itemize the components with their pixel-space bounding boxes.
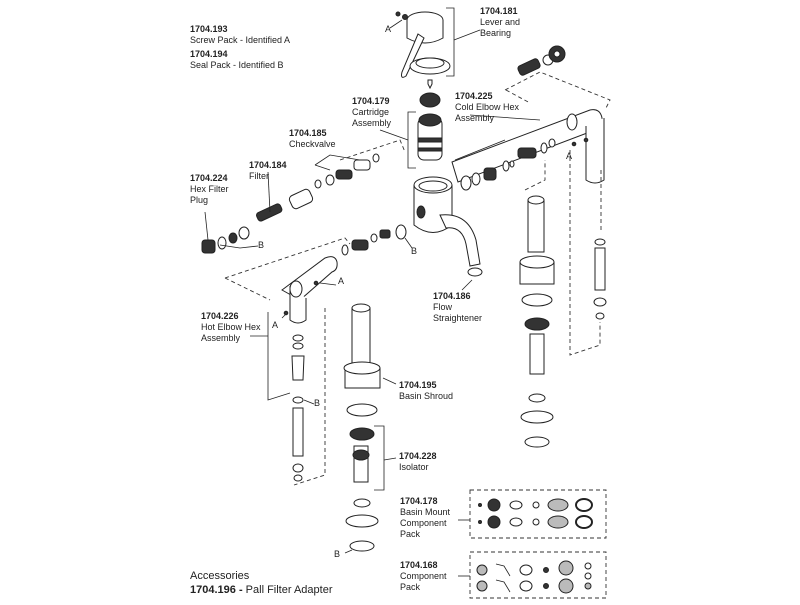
- cartridge-part: [417, 92, 443, 161]
- part-name: Bearing: [480, 28, 512, 38]
- part-name: Hex Filter: [190, 184, 229, 194]
- label-component-pack: 1704.168 Component Pack: [400, 560, 447, 593]
- part-name: Basin Mount: [400, 507, 451, 517]
- cold-side-vertical: [519, 195, 607, 448]
- part-name: Seal Pack - Identified B: [190, 60, 284, 70]
- accessory-item: 1704.196 - Pall Filter Adapter: [190, 583, 333, 597]
- part-name: Basin Shroud: [399, 391, 454, 401]
- part-name: Lever and: [480, 17, 521, 27]
- part-code: 1704.194: [190, 49, 228, 59]
- accessories-section: Accessories 1704.196 - Pall Filter Adapt…: [190, 569, 333, 597]
- marker-b: B: [411, 246, 418, 256]
- hot-side-vertical: [291, 334, 305, 482]
- part-name: Cartridge: [352, 107, 390, 117]
- part-name: Flow: [433, 302, 453, 312]
- part-name: Screw Pack - Identified A: [190, 35, 291, 45]
- marker-b: B: [314, 398, 321, 408]
- label-cartridge-assembly: 1704.179 Cartridge Assembly: [352, 96, 391, 129]
- label-basin-mount-component-pack: 1704.178 Basin Mount Component Pack: [400, 496, 450, 540]
- label-seal-pack: 1704.194 Seal Pack - Identified B: [190, 49, 284, 71]
- part-code: 1704.186: [433, 291, 471, 301]
- component-pack-box: [469, 551, 607, 599]
- filter-pack-top: [517, 45, 566, 76]
- part-name: Straightener: [433, 313, 483, 323]
- part-name: Assembly: [201, 333, 241, 343]
- part-code: 1704.185: [289, 128, 327, 138]
- accessory-separator: -: [235, 584, 246, 596]
- part-code: 1704.168: [400, 560, 438, 570]
- part-name: Checkvalve: [289, 139, 336, 149]
- part-code: 1704.193: [190, 24, 228, 34]
- part-name: Component: [400, 571, 447, 581]
- label-filter: 1704.184 Filter: [249, 160, 287, 182]
- part-name: Assembly: [455, 113, 495, 123]
- part-code: 1704.179: [352, 96, 390, 106]
- part-name: Pack: [400, 529, 421, 539]
- tap-body-part: [413, 176, 483, 277]
- marker-a: A: [566, 151, 573, 161]
- part-code: 1704.184: [249, 160, 287, 170]
- part-name: Pack: [400, 582, 421, 592]
- part-name: Plug: [190, 195, 209, 205]
- label-hex-filter-plug: 1704.224 Hex Filter Plug: [190, 173, 229, 206]
- part-code: 1704.224: [190, 173, 228, 183]
- left-filter-parts: [201, 153, 380, 254]
- part-name: Cold Elbow Hex: [455, 102, 520, 112]
- part-code: 1704.226: [201, 311, 239, 321]
- part-name: Assembly: [352, 118, 392, 128]
- cold-elbow-part: [451, 109, 605, 191]
- part-name: Component: [400, 518, 447, 528]
- basin-mount-pack-box: [469, 489, 607, 539]
- marker-a: A: [338, 276, 345, 286]
- part-code: 1704.178: [400, 496, 438, 506]
- marker-a: A: [385, 24, 392, 34]
- part-name: Isolator: [399, 462, 429, 472]
- label-flow-straightener: 1704.186 Flow Straightener: [433, 291, 482, 324]
- part-code: 1704.181: [480, 6, 518, 16]
- label-screw-pack: 1704.193 Screw Pack - Identified A: [190, 24, 290, 46]
- accessory-code: 1704.196: [190, 584, 236, 596]
- part-code: 1704.228: [399, 451, 437, 461]
- marker-b: B: [258, 240, 265, 250]
- marker-a: A: [272, 320, 279, 330]
- label-checkvalve: 1704.185 Checkvalve: [289, 128, 336, 150]
- label-cold-elbow-hex-assembly: 1704.225 Cold Elbow Hex Assembly: [455, 91, 519, 124]
- part-code: 1704.225: [455, 91, 493, 101]
- lever-part: [389, 11, 451, 90]
- part-name: Hot Elbow Hex: [201, 322, 261, 332]
- accessory-name: Pall Filter Adapter: [245, 584, 333, 596]
- label-lever-and-bearing: 1704.181 Lever and Bearing: [480, 6, 520, 39]
- label-isolator: 1704.228 Isolator: [399, 451, 437, 473]
- hot-side-rings: [341, 224, 407, 256]
- part-code: 1704.195: [399, 380, 437, 390]
- label-hot-elbow-hex-assembly: 1704.226 Hot Elbow Hex Assembly: [201, 311, 261, 344]
- label-basin-shroud: 1704.195 Basin Shroud: [399, 380, 453, 402]
- center-vertical: [343, 303, 381, 552]
- marker-b: B: [334, 549, 341, 559]
- accessories-heading: Accessories: [190, 570, 250, 582]
- part-name: Filter: [249, 171, 269, 181]
- hot-elbow-part: [281, 256, 338, 324]
